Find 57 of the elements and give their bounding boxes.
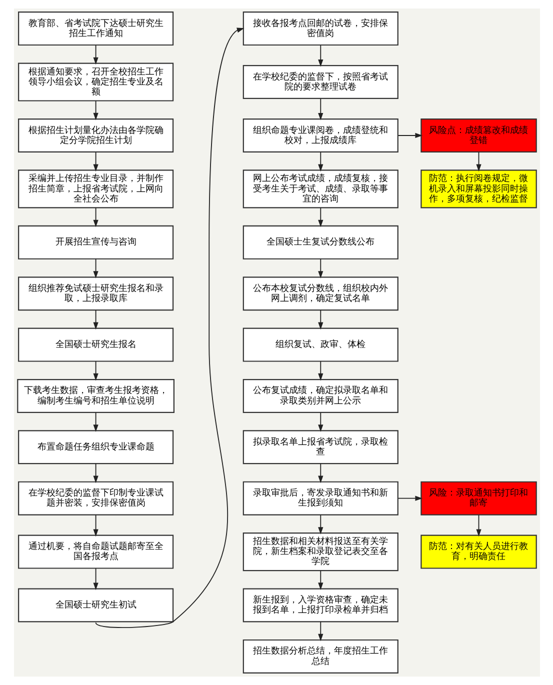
node-box: 组织推荐免试硕士研究生报名和录取，上报录取库 — [18, 276, 174, 311]
arrow — [92, 310, 98, 330]
arrow — [318, 412, 323, 432]
arrow — [92, 258, 98, 278]
node-box: 接收各报考点回邮的试卷，安排保密值岗 — [242, 12, 398, 46]
node-box: 拟录取名单上报省考试院，录取检查 — [242, 430, 398, 464]
arrow — [318, 621, 323, 642]
arrow — [318, 152, 323, 172]
node-box: 在学校纪委的监督下，按照省考试院的要求整理试卷 — [242, 65, 398, 100]
arrow — [318, 570, 323, 590]
node-box: 组织复试、政审、体检 — [242, 328, 398, 362]
node-box: 招生数据分析总结，年度招生工作总结 — [242, 639, 398, 674]
node-box: 新生报到，入学资格审查，确定未报到名单，上报打印录检单并归档 — [242, 588, 398, 622]
arrow — [397, 496, 422, 501]
arrow — [318, 514, 323, 534]
arrow — [476, 514, 481, 537]
node-box: 通过机要，将自命题试题邮寄至全国各报考点 — [18, 534, 174, 569]
node-box: 风险点：成绩篡改和成绩登错 — [420, 118, 536, 152]
node-box: 下载考生数据，审查考生报考资格，编制考生编号和招生单位说明 — [16, 378, 174, 413]
arrow — [92, 514, 98, 537]
arrow — [92, 152, 98, 172]
arrow — [92, 463, 98, 484]
node-box: 防范：对有关人员进行教育，明确责任 — [420, 534, 536, 569]
node-box: 风险：录取通知书打印和邮寄 — [420, 481, 536, 516]
node-box: 教育部、省考试院下达硕士研究生招生工作通知 — [18, 12, 174, 46]
node-box: 组织命题专业课阅卷，成绩登统和校对，上报成绩库 — [242, 118, 398, 152]
node-box: 开展招生宣传与咨询 — [18, 225, 174, 260]
arrow — [92, 568, 98, 590]
node-box: 全国硕士研究生报名 — [18, 328, 174, 362]
node-box: 公布本校复试分数线，组织校内外网上调剂，确定复试名单 — [242, 276, 398, 311]
node-box: 全国硕士研究生初试 — [18, 588, 174, 622]
arrow — [318, 463, 323, 484]
node-box: 防范：执行阅卷规定，微机录入和屏幕投影同时操作，多项复核，纪检监督 — [420, 170, 536, 208]
arrow — [318, 360, 323, 381]
arrow — [476, 152, 481, 172]
arrow — [92, 44, 98, 65]
arrow — [92, 100, 98, 120]
arrow — [318, 44, 323, 67]
arrow — [318, 258, 323, 278]
arrow — [318, 98, 323, 120]
arrow — [92, 360, 98, 381]
node-box: 在学校纪委的监督下印制专业课试题并密装，安排保密值岗 — [18, 481, 174, 516]
node-box: 全国硕士生复试分数线公布 — [242, 225, 398, 260]
arrow — [94, 28, 244, 628]
arrow — [92, 207, 98, 228]
node-box: 根据通知要求，召开全校招生工作领导小组会议，确定招生专业及名额 — [18, 62, 174, 102]
arrow — [318, 207, 323, 228]
node-box: 公布复试成绩，确定拟录取名单和录取类别并网上公示 — [242, 378, 398, 413]
arrow — [92, 412, 98, 432]
arrow — [397, 132, 422, 138]
node-box: 布置命题任务组织专业课命题 — [18, 430, 174, 464]
node-box: 采编并上传招生专业目录，并制作招生简章，上报省考试院，上网向全社会公布 — [18, 170, 174, 208]
node-box: 招生数据和相关材料报送至有关学院，新生档案和录取登记表交至各学院 — [242, 532, 398, 572]
node-box: 录取审批后，寄发录取通知书和新生报到须知 — [242, 481, 398, 516]
arrow — [318, 310, 323, 330]
node-box: 根据招生计划量化办法由各学院确定分学院招生计划 — [18, 118, 174, 152]
node-box: 网上公布考试成绩，成绩复核，接受考生关于考试、成绩、录取等事宜的咨询 — [242, 170, 398, 208]
